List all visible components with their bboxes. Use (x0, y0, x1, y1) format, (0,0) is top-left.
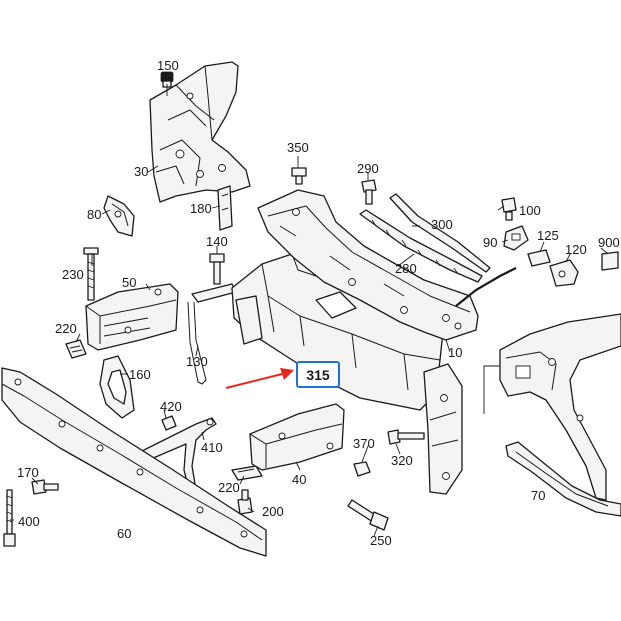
label-40: 40 (292, 472, 306, 487)
part-100-bolt (501, 197, 517, 221)
highlight-box (296, 361, 340, 388)
part-220-clip-left (65, 339, 87, 359)
label-170: 170 (17, 465, 39, 480)
label-90: 90 (483, 235, 497, 250)
label-150: 150 (157, 58, 179, 73)
label-300: 300 (431, 217, 453, 232)
part-80-bracket (103, 195, 135, 237)
label-350: 350 (287, 140, 309, 155)
part-200-bolt (237, 489, 253, 515)
part-280-cable (455, 267, 517, 307)
label-30: 30 (134, 164, 148, 179)
label-140: 140 (206, 234, 228, 249)
part-180-bracket (217, 185, 233, 231)
part-900-label-plate (601, 251, 619, 271)
highlight-arrow-head (280, 368, 294, 380)
part-right-side-structure (499, 313, 621, 501)
part-120-bracket (549, 259, 579, 287)
label-220-lower: 220 (218, 480, 240, 495)
label-230: 230 (62, 267, 84, 282)
label-50: 50 (122, 275, 136, 290)
label-410: 410 (201, 440, 223, 455)
label-120: 120 (565, 242, 587, 257)
part-40-bracket (249, 403, 345, 471)
part-370-nut (353, 461, 371, 477)
part-400-stud (3, 489, 16, 547)
part-420-clip (161, 415, 177, 431)
label-370: 370 (353, 436, 375, 451)
part-320-bolt (387, 429, 425, 445)
label-280: 280 (395, 261, 417, 276)
part-90-latch (503, 225, 529, 251)
part-70-rail (505, 441, 621, 517)
label-220-upper: 220 (55, 321, 77, 336)
part-280-seal (359, 209, 483, 283)
label-10: 10 (448, 345, 462, 360)
label-70: 70 (531, 488, 545, 503)
label-250: 250 (370, 533, 392, 548)
highlight-callout: 315 (225, 361, 340, 389)
part-350-bolt (291, 167, 307, 185)
label-320: 320 (391, 453, 413, 468)
label-80: 80 (87, 207, 101, 222)
highlight-arrow (225, 373, 283, 389)
part-220-clip-bottom (231, 465, 263, 481)
part-140-bolt (209, 253, 225, 285)
label-60: 60 (117, 526, 131, 541)
part-290-bolt (361, 179, 377, 205)
label-180: 180 (190, 201, 212, 216)
part-410-link (139, 417, 217, 495)
part-30-upper-bracket (149, 61, 251, 203)
part-160-bracket (99, 355, 135, 419)
label-125: 125 (537, 228, 559, 243)
label-160: 160 (129, 367, 151, 382)
part-60-bumper-beam (1, 367, 267, 557)
label-900: 900 (598, 235, 620, 250)
part-125-clip (527, 249, 551, 267)
part-300-seal (389, 193, 491, 273)
part-130-rod (187, 283, 237, 385)
label-420: 420 (160, 399, 182, 414)
label-100: 100 (519, 203, 541, 218)
label-130: 130 (186, 354, 208, 369)
label-400: 400 (18, 514, 40, 529)
leader-lines (10, 84, 609, 537)
part-170-bolt (31, 479, 59, 495)
highlight-label: 315 (306, 367, 330, 383)
part-230-bolt (83, 247, 99, 301)
callout-labels: 150 30 80 180 140 350 290 300 280 100 90… (17, 58, 620, 548)
label-200: 200 (262, 504, 284, 519)
label-290: 290 (357, 161, 379, 176)
part-50-bracket (85, 283, 179, 351)
part-10-tie-bar (257, 189, 479, 341)
part-250-bolt (347, 499, 389, 531)
